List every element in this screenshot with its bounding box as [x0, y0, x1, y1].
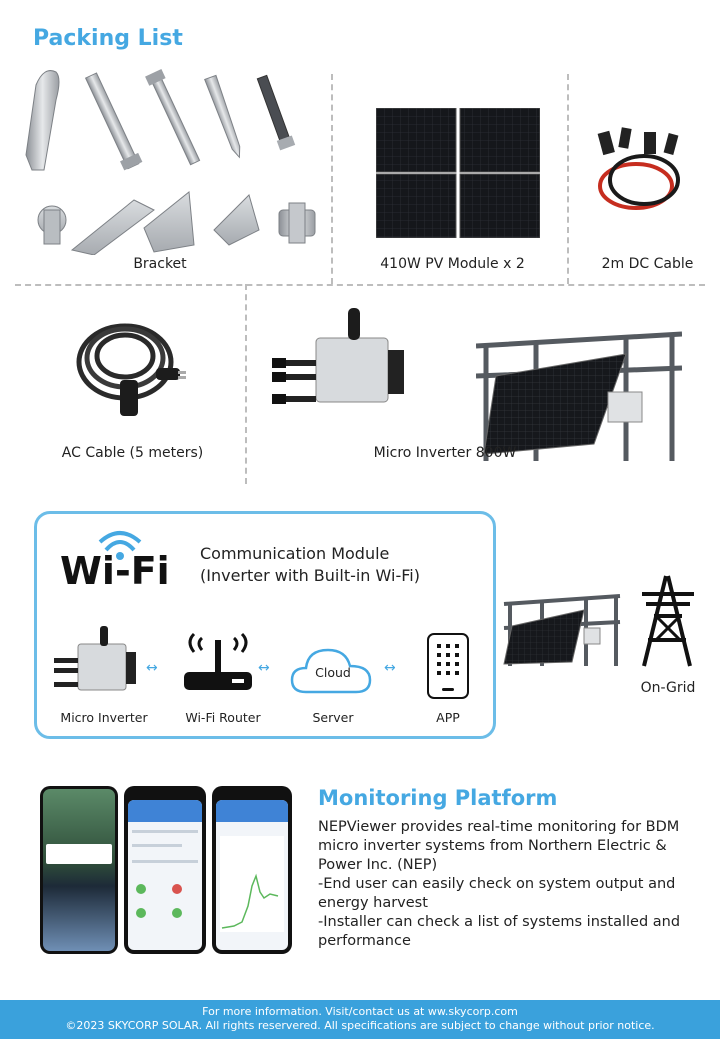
bracket-illustration	[25, 69, 316, 255]
footer-contact: For more information. Visit/contact us a…	[202, 1005, 518, 1018]
arrow-icon: ↔	[258, 660, 270, 676]
flow-label-micro-inverter: Micro Inverter	[60, 710, 148, 725]
arrow-icon: ↔	[146, 660, 158, 676]
divider	[245, 284, 247, 484]
monitoring-description: NEPViewer provides real-time monitoring …	[318, 818, 710, 951]
pv-module-label: 410W PV Module x 2	[380, 256, 525, 272]
micro-inverter-label: Micro Inverter 800W	[373, 445, 517, 461]
on-grid-label: On-Grid	[640, 680, 696, 696]
comm-title-line2: (Inverter with Built-in Wi-Fi)	[200, 566, 420, 585]
divider	[331, 74, 333, 284]
ac-cable-illustration	[76, 323, 186, 416]
ac-cable-label: AC Cable (5 meters)	[61, 445, 204, 461]
phone-screenshot-chart	[212, 786, 292, 954]
comm-module-title: Communication Module (Inverter with Buil…	[200, 543, 420, 587]
wifi-module-panel	[34, 511, 496, 739]
pv-module-illustration	[376, 108, 540, 238]
dc-cable-illustration	[597, 127, 680, 210]
comm-title-line1: Communication Module	[200, 544, 390, 563]
footer: For more information. Visit/contact us a…	[0, 1000, 720, 1039]
monitoring-title: Monitoring Platform	[318, 786, 558, 810]
micro-inverter-illustration	[272, 308, 404, 404]
router-icon	[184, 632, 252, 690]
flow-label-app: APP	[436, 710, 460, 725]
flow-label-server: Server	[312, 710, 354, 725]
wifi-logo: Wi-Fi	[60, 531, 170, 588]
phone-screenshot-login	[40, 786, 118, 954]
cloud-label: Cloud	[315, 665, 351, 680]
dc-cable-label: 2m DC Cable	[601, 256, 694, 272]
micro-inverter-icon	[54, 626, 136, 691]
flow-label-router: Wi-Fi Router	[185, 710, 261, 725]
cloud-icon	[290, 648, 372, 694]
divider	[567, 74, 569, 284]
bracket-label: Bracket	[133, 256, 187, 272]
monitoring-line1: NEPViewer provides real-time monitoring …	[318, 819, 680, 873]
app-phone-icon	[427, 633, 469, 699]
divider	[15, 284, 705, 286]
monitoring-line3: -Installer can check a list of systems i…	[318, 914, 681, 949]
balcony-panel-illustration	[476, 331, 682, 461]
wifi-logo-text: Wi-Fi	[60, 549, 170, 588]
on-grid-panel-illustration	[503, 575, 694, 667]
arrow-icon: ↔	[384, 660, 396, 676]
page-title: Packing List	[33, 26, 183, 51]
footer-copyright: ©2023 SKYCORP SOLAR. All rights reserver…	[65, 1019, 655, 1032]
phone-screenshot-dashboard	[124, 786, 206, 954]
mini-chart-graphic	[220, 836, 284, 932]
monitoring-line2: -End user can easily check on system out…	[318, 876, 676, 911]
